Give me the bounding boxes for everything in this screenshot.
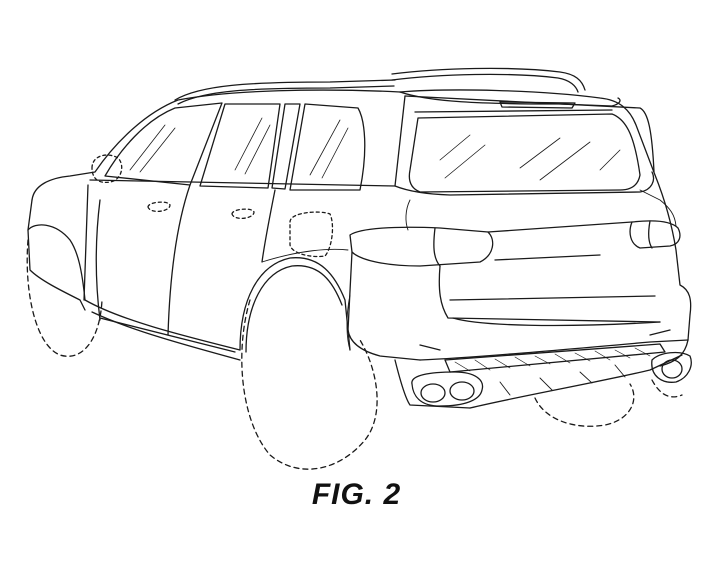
window-reflections [130,118,348,178]
fuel-door [290,212,332,256]
wheel-arches [28,225,350,352]
rear-window [409,114,640,192]
door-handles [148,202,254,218]
rear-diffuser [445,344,665,395]
tailgate [439,222,660,325]
detail-lines [262,190,676,350]
rear-spoiler [400,92,620,112]
roof-rails [175,68,585,104]
side-sill [85,300,240,360]
wheels [27,240,682,469]
exhaust-tips [412,353,691,406]
rear-bumper [348,252,688,408]
side-mirror [92,155,122,182]
figure-caption: FIG. 2 [0,478,713,512]
